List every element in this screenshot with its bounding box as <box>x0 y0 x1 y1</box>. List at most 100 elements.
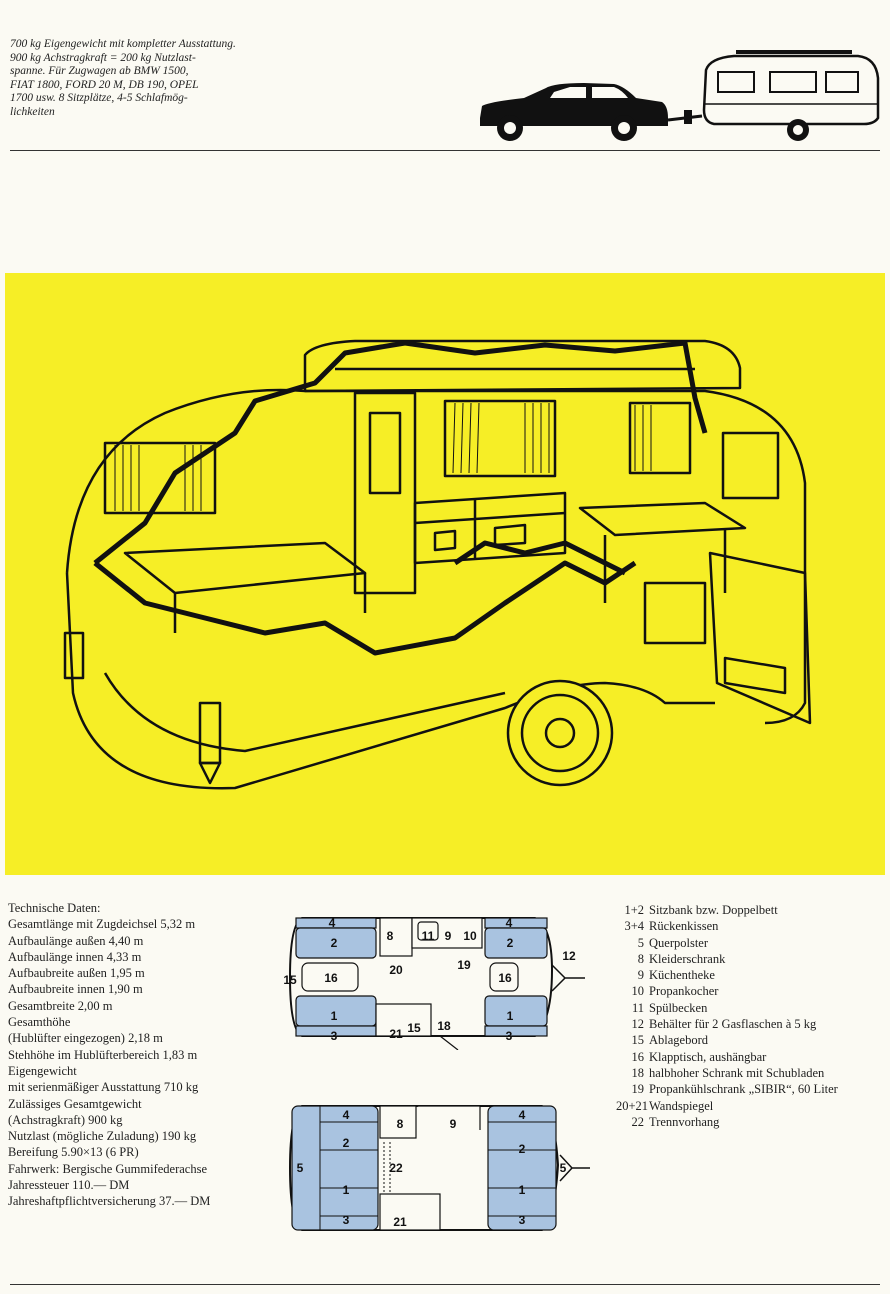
legend-text: Ablagebord <box>649 1033 709 1048</box>
legend-text: Kleiderschrank <box>649 951 726 966</box>
legend-text: Propankocher <box>649 984 719 999</box>
spec-line: Zulässiges Gesamtgewicht <box>8 1096 142 1111</box>
plan-label: 3 <box>506 1029 513 1043</box>
legend-text: Küchentheke <box>649 968 715 983</box>
specs-title: Technische Daten: <box>8 901 101 915</box>
legend-text: Wandspiegel <box>649 1098 714 1113</box>
legend-row: 12 Behälter für 2 Gasflaschen à 5 kg <box>616 1016 886 1032</box>
intro-line: 700 kg Eigengewicht mit kompletter Ausst… <box>10 38 236 50</box>
plan-label: 1 <box>343 1183 350 1197</box>
spec-line: Bereifung 5.90×13 (6 PR) <box>8 1145 139 1160</box>
legend-number: 9 <box>637 968 644 983</box>
plan-label: 19 <box>457 958 471 972</box>
legend-text: Trennvorhang <box>649 1114 720 1129</box>
plan-label: 5 <box>297 1161 304 1175</box>
spec-line: Gesamtlänge mit Zugdeichsel 5,32 m <box>8 917 196 932</box>
legend-row: 18 halbhoher Schrank mit Schubladen <box>616 1065 886 1081</box>
spec-line: Aufbaulänge innen 4,33 m <box>8 949 142 964</box>
legend-number: 22 <box>631 1114 645 1129</box>
spec-line: Jahressteuer 110.— DM <box>8 1178 130 1193</box>
plan-label: 2 <box>331 936 338 950</box>
legend-row: 11 Spülbecken <box>616 1000 886 1016</box>
legend-number: 15 <box>631 1033 645 1048</box>
legend-number: 18 <box>631 1065 645 1080</box>
plan-label: 21 <box>389 1027 403 1041</box>
plan-label: 8 <box>397 1117 404 1131</box>
plan-label: 1 <box>331 1009 338 1023</box>
intro-line: 1700 usw. 8 Sitzplätze, 4-5 Schlafmög- <box>10 92 188 104</box>
legend-row: 8 Kleiderschrank <box>616 951 886 967</box>
car-with-caravan-illustration <box>474 48 884 152</box>
plan-label: 11 <box>422 929 435 943</box>
plan-label: 12 <box>562 949 576 963</box>
technical-data: Technische Daten: Gesamtlänge mit Zugdei… <box>8 900 283 1210</box>
plan-label: 15 <box>283 973 297 987</box>
intro-line: spanne. Für Zugwagen ab BMW 1500, <box>10 65 189 77</box>
legend-number: 8 <box>637 951 644 966</box>
plan-label: 18 <box>437 1019 451 1033</box>
plan-label: 16 <box>498 971 512 985</box>
legend-row: 20+21Wandspiegel <box>616 1098 886 1114</box>
intro-line: lichkeiten <box>10 105 55 118</box>
legend-text: Propankühlschrank „SIBIR“, 60 Liter <box>649 1082 838 1097</box>
footer-rule <box>10 1284 880 1285</box>
plan-label: 2 <box>519 1142 526 1156</box>
spec-line: mit serienmäßiger Ausstattung 710 kg <box>8 1080 199 1095</box>
plan-label: 2 <box>343 1136 350 1150</box>
plan-label: 3 <box>519 1213 526 1227</box>
spec-line: Stehhöhe im Hublüfterbereich 1,83 m <box>8 1047 198 1062</box>
spec-line: Aufbaubreite außen 1,95 m <box>8 966 145 981</box>
plan-label: 1 <box>519 1183 526 1197</box>
spec-line: Aufbaubreite innen 1,90 m <box>8 982 143 997</box>
spec-line: Jahreshaftpflichtversicherung 37.— DM <box>8 1194 211 1209</box>
spec-line: Nutzlast (mögliche Zuladung) 190 kg <box>8 1129 197 1144</box>
legend-number: 11 <box>631 1000 644 1015</box>
plan-label: 20 <box>389 963 403 977</box>
plan-label: 15 <box>407 1021 421 1035</box>
plan-label: 4 <box>343 1108 350 1122</box>
spec-line: (Hublüfter eingezogen) 2,18 m <box>8 1031 163 1046</box>
legend-row: 3+4 Rückenkissen <box>616 918 886 934</box>
legend-row: 19 Propankühlschrank „SIBIR“, 60 Liter <box>616 1081 886 1097</box>
legend-number: 12 <box>631 1017 645 1032</box>
legend-text: Spülbecken <box>649 1000 708 1015</box>
legend-text: Klapptisch, aushängbar <box>649 1049 767 1064</box>
legend-number: 1+2 <box>624 903 644 917</box>
legend-text: halbhoher Schrank mit Schubladen <box>649 1065 825 1080</box>
plan-label: 4 <box>519 1108 526 1122</box>
legend-number: 19 <box>631 1082 645 1097</box>
plan-label: 16 <box>324 971 338 985</box>
legend-text: Behälter für 2 Gasflaschen à 5 kg <box>649 1017 817 1032</box>
plan-label: 8 <box>387 929 394 943</box>
intro-line: 900 kg Achstragkraft = 200 kg Nutzlast- <box>10 51 196 64</box>
caravan-cutaway-illustration <box>5 273 885 875</box>
header-rule <box>10 150 880 151</box>
plan-label: 4 <box>329 916 336 930</box>
plan-label: 3 <box>331 1029 338 1043</box>
plan-label: 22 <box>389 1161 403 1175</box>
plan-label: 9 <box>445 929 452 943</box>
legend-row: 9 Küchentheke <box>616 967 886 983</box>
legend-text: Rückenkissen <box>649 919 719 934</box>
plan-label: 2 <box>507 936 514 950</box>
plan-label: 9 <box>450 1117 457 1131</box>
legend-row: 15 Ablagebord <box>616 1032 886 1048</box>
legend-number: 3+4 <box>624 919 644 934</box>
legend-row: 22 Trennvorhang <box>616 1114 886 1130</box>
plan-label: 1 <box>507 1009 514 1023</box>
plan-label: 21 <box>393 1215 407 1229</box>
plan-label: 4 <box>506 916 513 930</box>
spec-line: Gesamthöhe <box>8 1015 71 1030</box>
plan-label: 5 <box>560 1161 567 1175</box>
plan-label: 3 <box>343 1213 350 1227</box>
legend-number: 20+21 <box>616 1098 649 1113</box>
spec-line: (Achstragkraft) 900 kg <box>8 1112 123 1127</box>
floor-plan-day: 4 2 1 3 8 11 9 10 4 2 1 3 12 15 16 20 19… <box>280 910 590 1054</box>
intro-line: FIAT 1800, FORD 20 M, DB 190, OPEL <box>10 78 199 91</box>
intro-text: 700 kg Eigengewicht mit kompletter Ausst… <box>10 38 270 119</box>
